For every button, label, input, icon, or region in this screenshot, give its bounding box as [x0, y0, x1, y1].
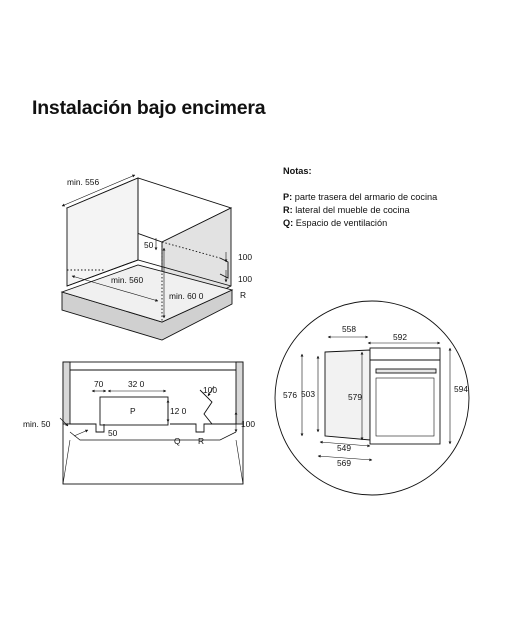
note-text: lateral del mueble de cocina — [292, 205, 410, 215]
note-text: Espacio de ventilación — [293, 218, 388, 228]
label-r-section: R — [198, 436, 204, 446]
label-q: Q — [174, 436, 181, 446]
dim-558-label: 558 — [342, 324, 356, 334]
note-key: R: — [283, 205, 293, 215]
cabinet-iso-dimensions — [61, 174, 228, 319]
dim-min50-label: min. 50 — [23, 419, 51, 429]
dim-height-label: min. 60 0 — [169, 291, 204, 301]
note-r: R: lateral del mueble de cocina — [283, 204, 437, 217]
oven-handle — [375, 368, 437, 374]
notes-heading: Notas: — [283, 166, 312, 176]
note-key: P: — [283, 192, 293, 202]
section-view-drawing — [62, 361, 244, 485]
dim-70-label: 70 — [94, 379, 104, 389]
note-p: P: parte trasera del armario de cocina — [283, 191, 437, 204]
dim-100-upper-label: 100 — [238, 252, 252, 262]
section-r-slant — [199, 389, 213, 425]
dim-579-label: 579 — [348, 392, 362, 402]
section-lower-trapezoid — [69, 431, 237, 441]
section-left-vent — [70, 423, 105, 433]
label-p: P — [130, 406, 136, 416]
oven-door-window — [375, 377, 435, 437]
dim-592-label: 592 — [393, 332, 407, 342]
dim-100-top-label: 100 — [203, 385, 217, 395]
section-outer-frame — [62, 361, 244, 485]
dim-100-lower-label: 100 — [238, 274, 252, 284]
label-r-iso: R — [240, 290, 246, 300]
section-right-panel — [235, 361, 244, 425]
dim-320-label: 32 0 — [128, 379, 145, 389]
dim-50-label: 50 — [144, 240, 154, 250]
section-left-panel — [62, 361, 71, 425]
note-key: Q: — [283, 218, 294, 228]
oven-dimensions — [300, 335, 452, 462]
oven-circle-outline — [274, 300, 470, 496]
oven-front-panel — [369, 347, 441, 445]
oven-circle-drawing — [274, 300, 470, 496]
section-oven-body — [99, 396, 169, 426]
section-right-vent — [170, 423, 236, 433]
dim-576-label: 576 — [283, 390, 297, 400]
dim-120-label: 12 0 — [170, 406, 187, 416]
note-q: Q: Espacio de ventilación — [283, 217, 437, 230]
dim-503-label: 503 — [301, 389, 315, 399]
notes-panel: Notas: P: parte trasera del armario de c… — [283, 165, 437, 230]
dim-50-section-label: 50 — [108, 428, 118, 438]
dim-594-label: 594 — [454, 384, 468, 394]
dim-569-label: 569 — [337, 458, 351, 468]
ventilation-cutout — [219, 257, 229, 279]
dim-width-label: min. 560 — [111, 275, 143, 285]
dim-549-label: 549 — [337, 443, 351, 453]
cabinet-isometric-drawing — [60, 177, 234, 341]
note-text: parte trasera del armario de cocina — [292, 192, 438, 202]
dim-100-right-label: 100 — [241, 419, 255, 429]
page-title: Instalación bajo encimera — [32, 97, 266, 119]
section-dimensions — [59, 385, 238, 437]
dim-depth-label: min. 556 — [67, 177, 99, 187]
